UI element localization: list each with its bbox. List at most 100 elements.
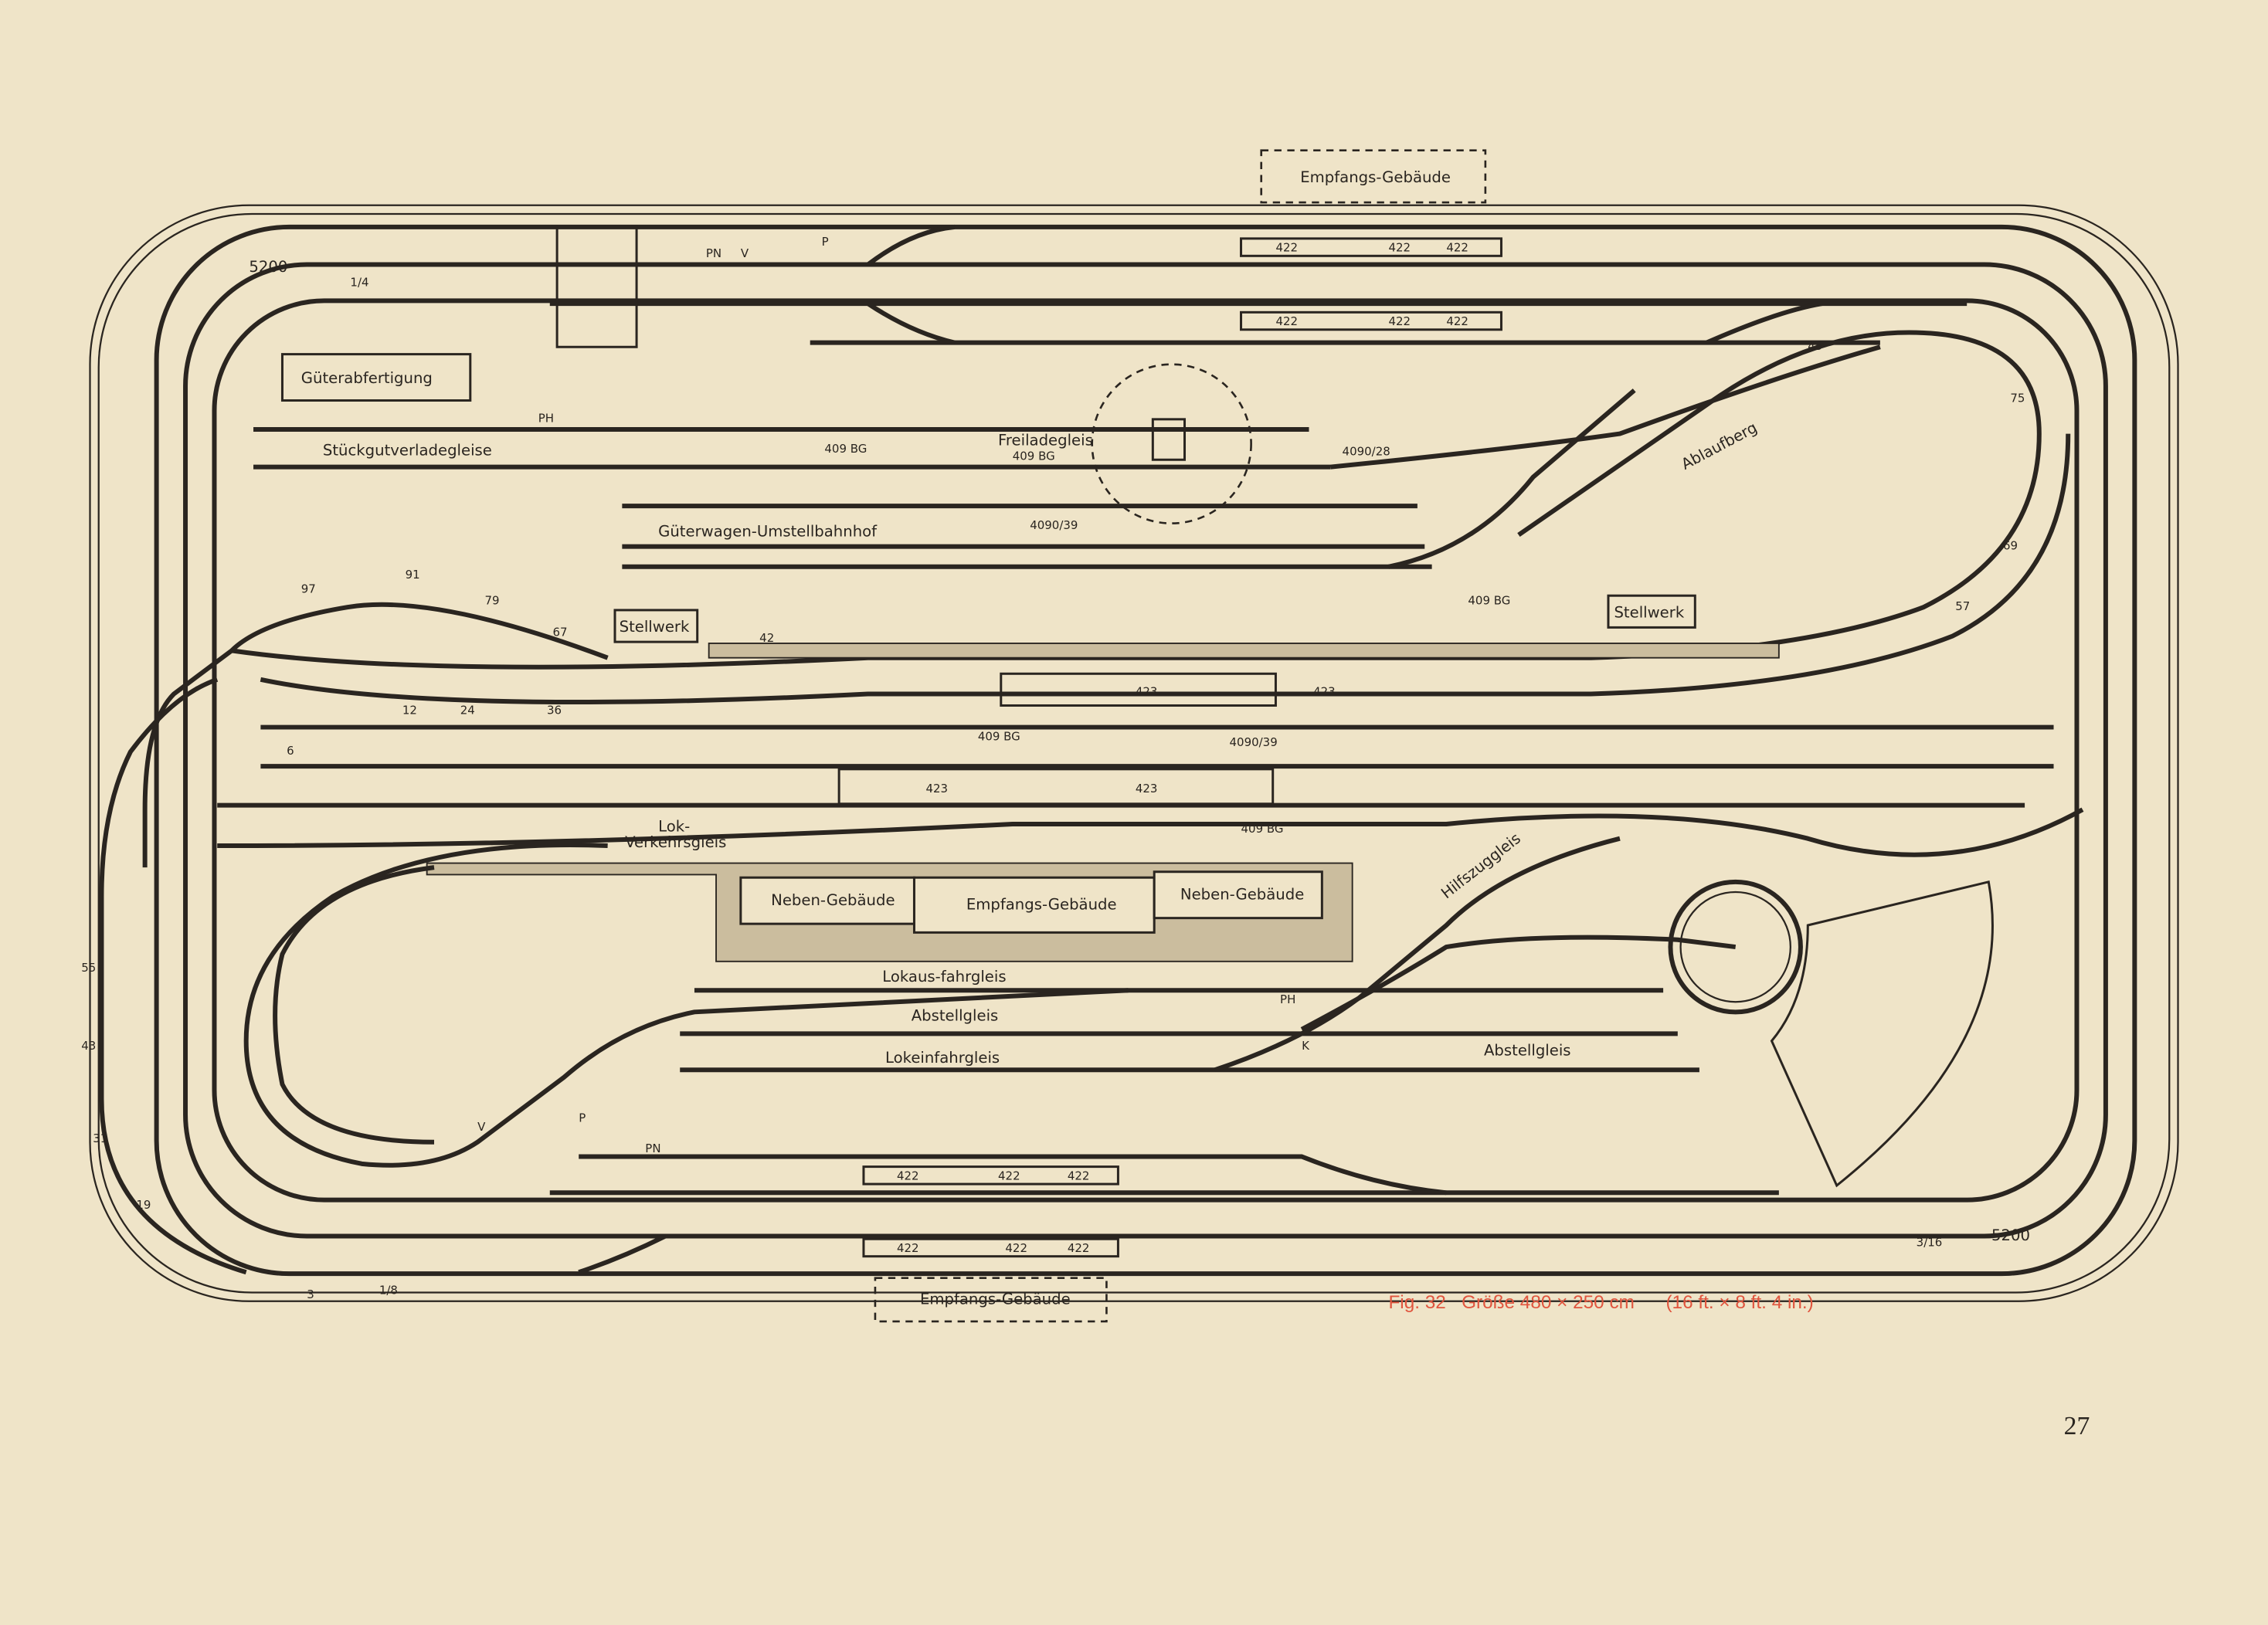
label-neben-right: Neben-Gebäude — [1180, 885, 1304, 903]
radius-label: 12 — [402, 704, 417, 718]
main-loop-2 — [183, 262, 2108, 1239]
platform-code: 422 — [897, 1241, 919, 1255]
signal-code: P — [579, 1111, 586, 1125]
radius-label: 79 — [485, 593, 500, 607]
neben-gebaeude-right — [1153, 870, 1323, 920]
radius-label: 69 — [2003, 538, 2018, 552]
label-umstellbahnhof: Güterwagen-Umstellbahnhof — [658, 522, 878, 540]
track-code: 4090/39 — [1230, 735, 1278, 749]
engine-shed-tracks — [680, 836, 1994, 1188]
platform-code: 422 — [1446, 241, 1468, 255]
roundhouse — [1770, 880, 1994, 1188]
track-code: 4090/39 — [1030, 518, 1078, 532]
radius-label: 6 — [287, 744, 294, 758]
signal-code: PN — [645, 1142, 660, 1155]
empfangs-gebaeude-top — [1260, 149, 1487, 204]
platform-code: 422 — [1388, 314, 1411, 328]
label-abstellgleis-right: Abstellgleis — [1484, 1041, 1571, 1059]
radius-label: 1/8 — [379, 1283, 398, 1297]
page-number: 27 — [2064, 1412, 2090, 1440]
radius-label: 31 — [93, 1131, 107, 1145]
stellwerk-left-box — [613, 609, 699, 643]
signal-code: V — [741, 246, 749, 260]
label-empfang-middle: Empfangs-Gebäude — [966, 895, 1117, 913]
radius-label: 57 — [1955, 599, 1970, 613]
radius-label: 3 — [307, 1287, 314, 1301]
platform-code: 422 — [1068, 1169, 1090, 1182]
radius-label: 42 — [759, 631, 774, 645]
track-code: 409 BG — [1241, 822, 1284, 836]
platform-code: 422 — [1275, 241, 1298, 255]
label-hilfszuggleis: Hilfszuggleis — [1438, 829, 1524, 902]
platform-code: 422 — [1275, 314, 1298, 328]
radius-label: 45 — [1808, 339, 1822, 353]
label-lok-verkehrsgleis: Lok- — [658, 817, 690, 835]
platform-code: 422 — [897, 1169, 919, 1182]
bottom-station-tracks — [521, 1154, 1779, 1275]
platform-code: 423 — [1136, 782, 1158, 796]
label-gueterabfertigung: Güterabfertigung — [301, 369, 433, 387]
radius-label: 3/16 — [1917, 1236, 1943, 1250]
figure-eight-lower — [243, 843, 1129, 1168]
signal-code: K — [1302, 1039, 1310, 1053]
label-lok-verkehrsgleis: Verkehrsgleis — [625, 833, 726, 851]
label-stueckgut: Stückgutverladegleise — [323, 442, 492, 460]
turntable — [1668, 879, 1803, 1015]
label-empfang-top: Empfangs-Gebäude — [1300, 168, 1451, 186]
platform-code: 423 — [925, 782, 948, 796]
freight-yard-tracks — [253, 344, 1881, 569]
outer-loop-rail-b — [97, 212, 2171, 1294]
radius-labels: 91 79 67 55 43 31 19 97 75 69 57 45 42 3… — [81, 276, 2025, 1301]
radius-label: 36 — [547, 704, 562, 718]
stellwerk-right-box — [1607, 594, 1696, 629]
track-code: 409 BG — [824, 442, 867, 456]
radius-label: 1/4 — [350, 276, 368, 290]
label-stellwerk-left: Stellwerk — [620, 618, 690, 636]
label-neben-left: Neben-Gebäude — [771, 891, 895, 909]
label-abstellgleis-left: Abstellgleis — [912, 1007, 999, 1025]
platform-code: 422 — [1068, 1241, 1090, 1255]
radius-label: 24 — [460, 704, 475, 718]
gueterabfertigung-box — [280, 353, 472, 402]
track-code: 409 BG — [1013, 449, 1055, 463]
main-loop-1 — [154, 224, 2137, 1277]
radius-label: 67 — [553, 626, 568, 639]
signal-code: PN — [706, 246, 721, 260]
label-empfang-bottom: Empfangs-Gebäude — [920, 1290, 1071, 1308]
empfangs-gebaeude-bottom — [874, 1277, 1108, 1323]
signal-code: V — [477, 1120, 486, 1134]
radius-label: 19 — [136, 1198, 151, 1212]
label-stellwerk-right: Stellwerk — [1614, 603, 1684, 621]
label-freiladegleis: Freiladegleis — [998, 432, 1093, 450]
top-station-tracks — [549, 224, 1968, 348]
radius-label: 97 — [301, 582, 316, 595]
platform-code: 423 — [1136, 684, 1158, 698]
label-length-bottom: 5200 — [1991, 1226, 2030, 1244]
radius-label: 55 — [81, 961, 96, 975]
figure-eight-upper-inner — [260, 433, 2071, 705]
radius-label: 43 — [81, 1039, 96, 1053]
track-code: 4090/28 — [1343, 445, 1390, 459]
label-ablaufberg: Ablaufberg — [1679, 419, 1760, 473]
empfangs-gebaeude-middle — [912, 876, 1156, 934]
track-code: 409 BG — [1468, 593, 1510, 607]
figure-eight-lower-inner — [273, 865, 435, 1145]
platform-code: 422 — [998, 1169, 1020, 1182]
platform-code: 422 — [1446, 314, 1468, 328]
neben-gebaeude-left — [739, 876, 915, 925]
radius-label: 75 — [2010, 391, 2025, 405]
platform-code: 423 — [1313, 684, 1336, 698]
radius-label: 91 — [406, 568, 420, 582]
figure-eight-upper — [142, 330, 2042, 868]
track-code: 409 BG — [978, 729, 1020, 743]
signal-code: PH — [1280, 992, 1295, 1006]
signal-code: PH — [538, 412, 554, 426]
platform-code: 422 — [1388, 241, 1411, 255]
main-loop-3 — [212, 298, 2080, 1203]
label-lokausfahrgleis: Lokaus-fahrgleis — [882, 968, 1006, 986]
label-lokeinfahrgleis: Lokeinfahrgleis — [885, 1049, 1000, 1067]
figure-caption: Fig. 32 Größe 480 × 250 cm (16 ft. × 8 f… — [1388, 1292, 1813, 1313]
signal-code: P — [822, 235, 829, 249]
label-length-top: 5200 — [249, 258, 287, 276]
